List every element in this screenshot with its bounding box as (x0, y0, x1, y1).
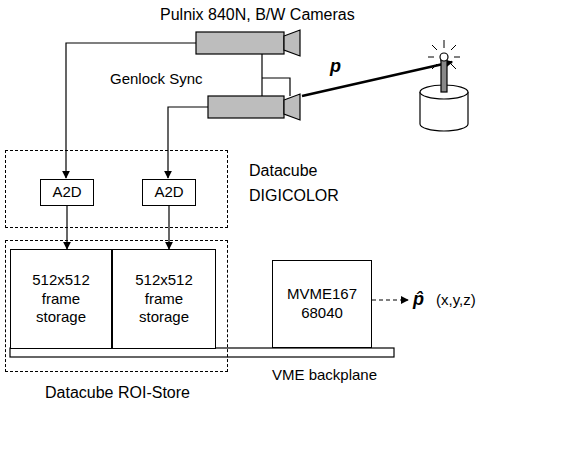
box-text: A2D (44, 183, 90, 202)
camera-title: Pulnix 840N, B/W Cameras (160, 6, 355, 24)
bus-label: VME backplane (272, 366, 377, 383)
converter-box: A2D (40, 179, 94, 206)
vector-label: p (330, 56, 341, 77)
board-group: Datacube DIGICOLORA2DA2D (5, 150, 228, 228)
memory-box: 512x512 frame storage (112, 249, 216, 349)
group-heading: Datacube DIGICOLOR (249, 159, 379, 209)
estimate-label: p̂ (413, 289, 424, 310)
output-arrow (372, 299, 408, 300)
box-text: MVME167 68040 (280, 285, 364, 323)
processor-box: MVME167 68040 (272, 260, 372, 348)
camera (196, 30, 300, 120)
box-text: 512x512 frame storage (21, 271, 101, 327)
converter-box: A2D (142, 179, 196, 206)
box-text: 512x512 frame storage (124, 271, 204, 327)
sync-label: Genlock Sync (110, 70, 203, 87)
group-heading: Datacube ROI-Store (6, 381, 229, 406)
box-text: A2D (146, 183, 192, 202)
memory-box: 512x512 frame storage (10, 249, 112, 349)
vme-backplane-bar (10, 348, 394, 357)
lamp-target (420, 40, 468, 131)
coordinate-label: (x,y,z) (436, 291, 476, 308)
video-wire (66, 43, 290, 178)
board-group: Datacube ROI-Store512x512 frame storage5… (5, 240, 228, 372)
